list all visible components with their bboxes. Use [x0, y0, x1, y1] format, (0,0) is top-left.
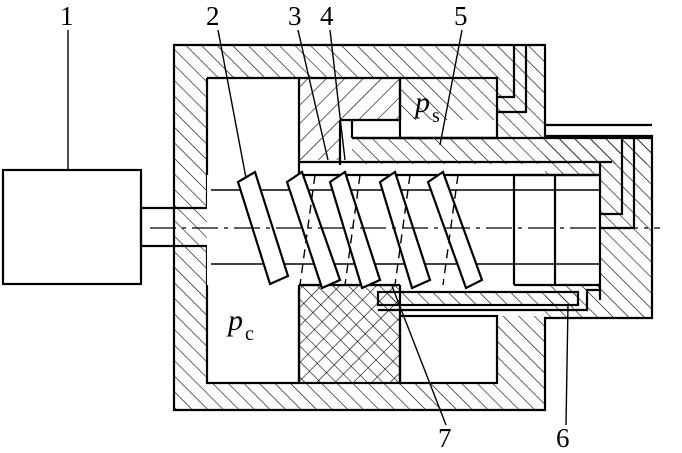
- thread-dash-lines: [299, 174, 459, 286]
- sleeve-lower: [376, 288, 600, 312]
- sleeve-upper: [299, 136, 652, 164]
- label-7: 7: [438, 423, 452, 453]
- label-4: 4: [320, 1, 334, 31]
- label-3: 3: [288, 1, 302, 31]
- return-chamber: [398, 314, 499, 385]
- label-6: 6: [556, 423, 570, 453]
- label-5: 5: [454, 1, 468, 31]
- motor-block: [1, 168, 143, 286]
- supply-pressure-subscript: s: [432, 105, 440, 127]
- control-pressure-subscript: c: [245, 323, 254, 345]
- label-1: 1: [60, 1, 74, 31]
- supply-pressure-label: p: [413, 86, 430, 119]
- label-2: 2: [206, 1, 220, 31]
- screw-threads: [236, 170, 484, 290]
- sleeve-body: [297, 78, 402, 385]
- supply-channel: [338, 118, 497, 165]
- leader-lines: [67, 29, 569, 426]
- control-pressure-label: p: [226, 304, 243, 337]
